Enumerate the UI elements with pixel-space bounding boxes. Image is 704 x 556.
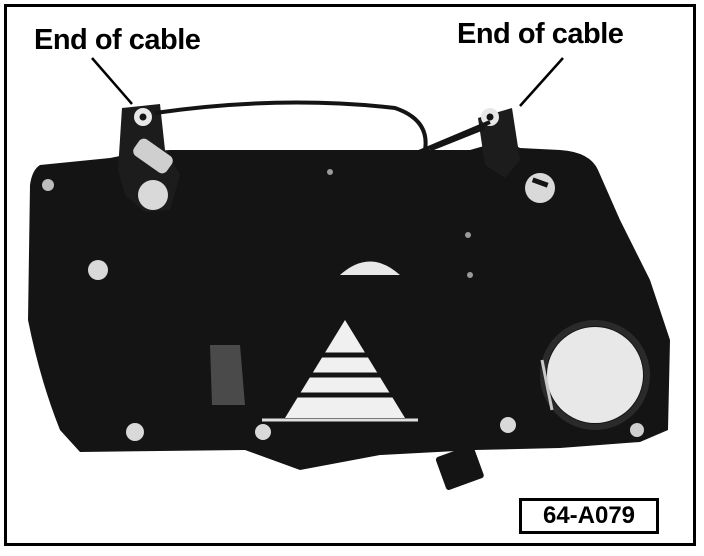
connector-plug bbox=[435, 445, 484, 490]
regulator-panel bbox=[28, 140, 670, 470]
panel-arch bbox=[340, 261, 400, 275]
leader-line-right bbox=[519, 57, 564, 107]
figure-reference-label: 64-A079 bbox=[519, 498, 659, 534]
mount-hole bbox=[126, 423, 144, 441]
callout-label-right: End of cable bbox=[457, 18, 624, 50]
mount-hole bbox=[500, 417, 516, 433]
cable-cross bbox=[399, 120, 491, 162]
drive-motor bbox=[547, 327, 643, 423]
callout-label-left: End of cable bbox=[34, 24, 201, 56]
leader-line-left bbox=[91, 57, 133, 105]
mount-hole bbox=[255, 424, 271, 440]
left-pulley bbox=[133, 138, 173, 174]
mount-hole bbox=[88, 260, 108, 280]
right-mount-hole bbox=[525, 173, 555, 203]
cable-upper bbox=[154, 100, 428, 151]
left-mount-hole bbox=[138, 180, 168, 210]
